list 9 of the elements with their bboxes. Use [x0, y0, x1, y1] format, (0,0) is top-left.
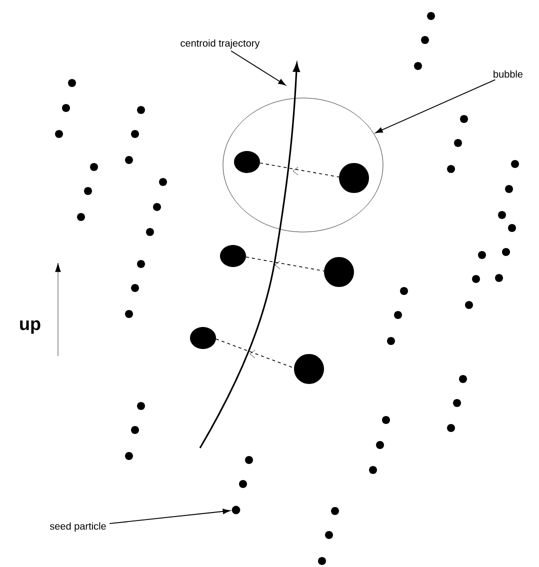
direction-label: up [20, 320, 40, 334]
bubble-outline [222, 98, 384, 232]
callout-label: centroid trajectory [180, 39, 260, 49]
leader-line [230, 50, 286, 86]
leader-line [375, 79, 496, 134]
seed-particle [232, 506, 240, 514]
callout-label: seed particle [50, 522, 106, 532]
callout-label: bubble [494, 70, 523, 78]
leader-line [109, 508, 230, 524]
